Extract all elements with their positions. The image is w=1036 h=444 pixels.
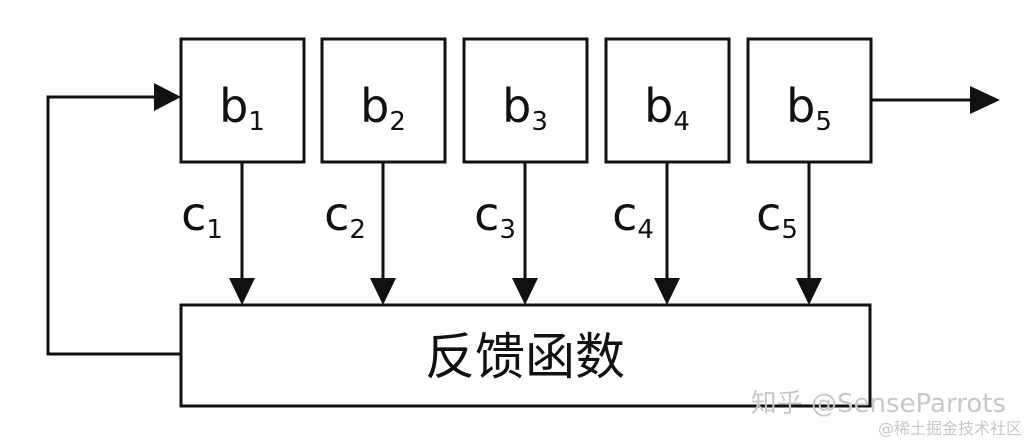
tap-arrow-1: [229, 162, 255, 305]
watermark-zhihu: 知乎 @SenseParrots: [751, 389, 1006, 419]
tap-arrow-3: [512, 162, 538, 305]
feedback-function: 反馈函数: [179, 303, 872, 408]
register-label-2: b2: [360, 79, 406, 137]
output-arrow: [871, 86, 1000, 114]
watermark-juejin: @稀土掘金技术社区: [878, 419, 1022, 438]
tap-arrows: [229, 162, 822, 305]
tap-label-5: c5: [756, 187, 798, 245]
register-label-4: b4: [644, 79, 690, 137]
tap-label-1: c1: [181, 187, 223, 245]
tap-label-3: c3: [474, 187, 516, 245]
tap-label-2: c2: [324, 187, 366, 245]
register-box-4: [604, 37, 731, 164]
register-row: b1 b2 b3 b4 b5: [179, 37, 873, 164]
feedback-loop-arrow: [46, 83, 181, 356]
register-label-3: b3: [502, 79, 548, 137]
tap-arrow-2: [370, 162, 396, 305]
register-label-5: b5: [786, 79, 832, 137]
register-box-2: [320, 37, 447, 164]
feedback-function-box: [179, 303, 872, 408]
tap-arrow-4: [654, 162, 680, 305]
feedback-function-label: 反馈函数: [425, 328, 625, 386]
tap-arrow-5: [796, 162, 822, 305]
register-box-1: [179, 37, 306, 164]
tap-labels: c1 c2 c3 c4 c5: [181, 187, 798, 245]
watermark: 知乎 @SenseParrots @稀土掘金技术社区: [751, 389, 1022, 438]
tap-label-4: c4: [612, 187, 654, 245]
register-label-1: b1: [219, 79, 265, 137]
